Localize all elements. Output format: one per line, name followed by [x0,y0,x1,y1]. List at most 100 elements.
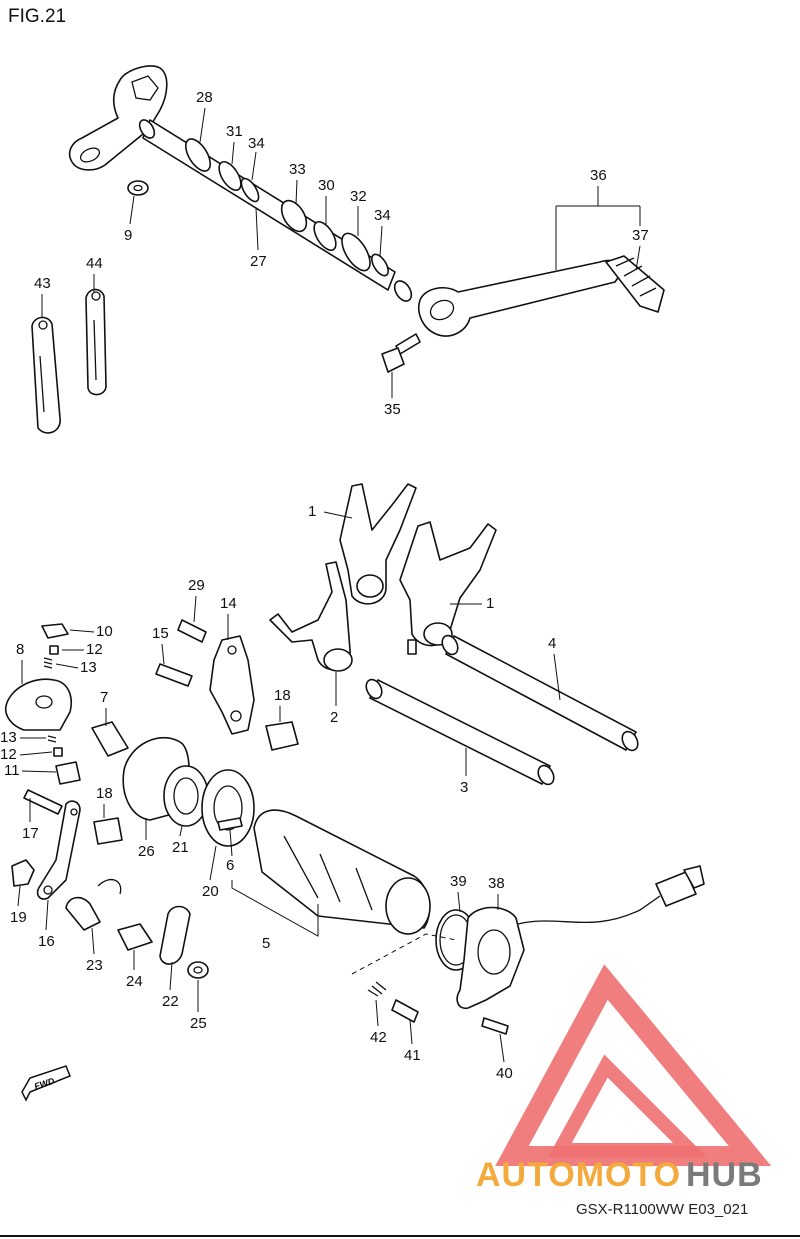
callout-24: 24 [126,973,143,990]
callout-25: 25 [190,1015,207,1032]
cam-pin-7 [91,721,129,757]
callout-22: 22 [162,993,179,1010]
drum-grooves [283,835,373,911]
lever-boss [429,299,455,321]
callout-21: 21 [172,839,189,856]
shaft-4-end-b [621,730,639,752]
callout-17: 17 [22,825,39,842]
callout-42: 42 [370,1029,387,1046]
callout-8: 8 [16,641,24,658]
rod-44-slot [93,319,97,381]
cap-10 [41,623,69,639]
cam-link-22 [159,905,191,965]
callout-1a: 1 [308,503,316,520]
callout-7: 7 [100,689,108,706]
callout-37: 37 [632,227,649,244]
callout-6: 6 [226,857,234,874]
switch-connector [655,871,697,907]
gearshift-arm-16 [36,800,81,900]
shaft-4-end-a [441,634,459,656]
callout-39: 39 [450,873,467,890]
callout-31: 31 [226,123,243,140]
pin-41 [391,999,419,1023]
bushing-18b [93,817,123,845]
callout-20: 20 [202,883,219,900]
shaft-3-end-a [365,678,383,700]
bearing-20-inner [213,785,243,831]
callout-38: 38 [488,875,505,892]
callout-15: 15 [152,625,169,642]
gearshift-shaft-assembly [31,65,665,434]
fork-2-boss [323,648,353,672]
arm-hole-b [43,885,53,895]
washer-32 [341,232,371,272]
leader-lines [17,107,641,1063]
forward-direction-badge: FWD [21,1065,71,1102]
shift-fork-assembly [269,483,639,786]
bolt-17 [23,789,63,815]
figure-label: FIG.21 [8,6,66,27]
callout-13: 13 [80,659,97,676]
collar-33 [280,199,308,233]
fork-1a-boss [356,574,384,598]
callout-18a: 18 [274,687,291,704]
callout-30: 30 [318,177,335,194]
seal-30 [313,220,337,252]
watermark-logo: AUTOMOTO HUB [476,964,772,1194]
arm-plate-slot [131,75,159,101]
watermark-text-light: AUTOMOTO [476,1156,681,1194]
callout-14: 14 [220,595,237,612]
spring-42 [367,981,387,997]
bolt-15 [155,663,193,687]
callout-28: 28 [196,89,213,106]
gear-position-switch [456,906,525,1010]
plate-hole-b [230,710,242,722]
watermark-triangle-inner [548,1054,707,1157]
callout-4: 4 [548,635,556,652]
washer-25 [187,961,209,979]
callout-34: 34 [248,135,265,152]
link-rod-44 [85,288,107,396]
callout-29: 29 [188,577,205,594]
watermark-triangle [495,964,772,1166]
bolt-24 [117,923,153,951]
footpeg-ribs [615,257,657,297]
model-code: GSX-R1100WW E03_021 [576,1201,748,1218]
callout-43: 43 [34,275,51,292]
callout-12: 12 [86,641,103,658]
circlip-34 [240,177,260,203]
housing-bore [35,695,53,709]
gearshift-lever [418,259,623,337]
callout-12b: 12 [0,746,17,763]
callout-35: 35 [384,401,401,418]
spring-23-coil [97,878,122,895]
callout-9: 9 [124,227,132,244]
arm-plate-hole [79,147,101,163]
callout-34b: 34 [374,207,391,224]
circlip-34b [371,253,389,277]
callout-13b: 13 [0,729,17,746]
plate-hole-a [227,645,237,655]
callout-11: 11 [4,762,20,779]
alignment-dash [351,933,457,975]
shaft-end [138,119,156,139]
switch-face [477,929,511,975]
gearshift-cam-assembly [4,619,431,979]
callout-26: 26 [138,843,155,860]
screw-40 [481,1017,509,1035]
callout-3: 3 [460,779,468,796]
rod-43-slot [39,355,45,413]
spring-23 [65,896,101,931]
shift-arm-plate [68,65,168,171]
callout-41: 41 [404,1047,421,1064]
bearing-21-inner [173,777,199,815]
washer-9-hole [133,184,143,192]
gearshift-cam-drum [253,809,431,929]
callout-27: 27 [250,253,267,270]
drum-end [385,877,431,935]
washer-9 [127,180,149,196]
washer-31 [218,160,242,192]
shift-fork-1a [339,483,417,605]
callout-2: 2 [330,709,338,726]
